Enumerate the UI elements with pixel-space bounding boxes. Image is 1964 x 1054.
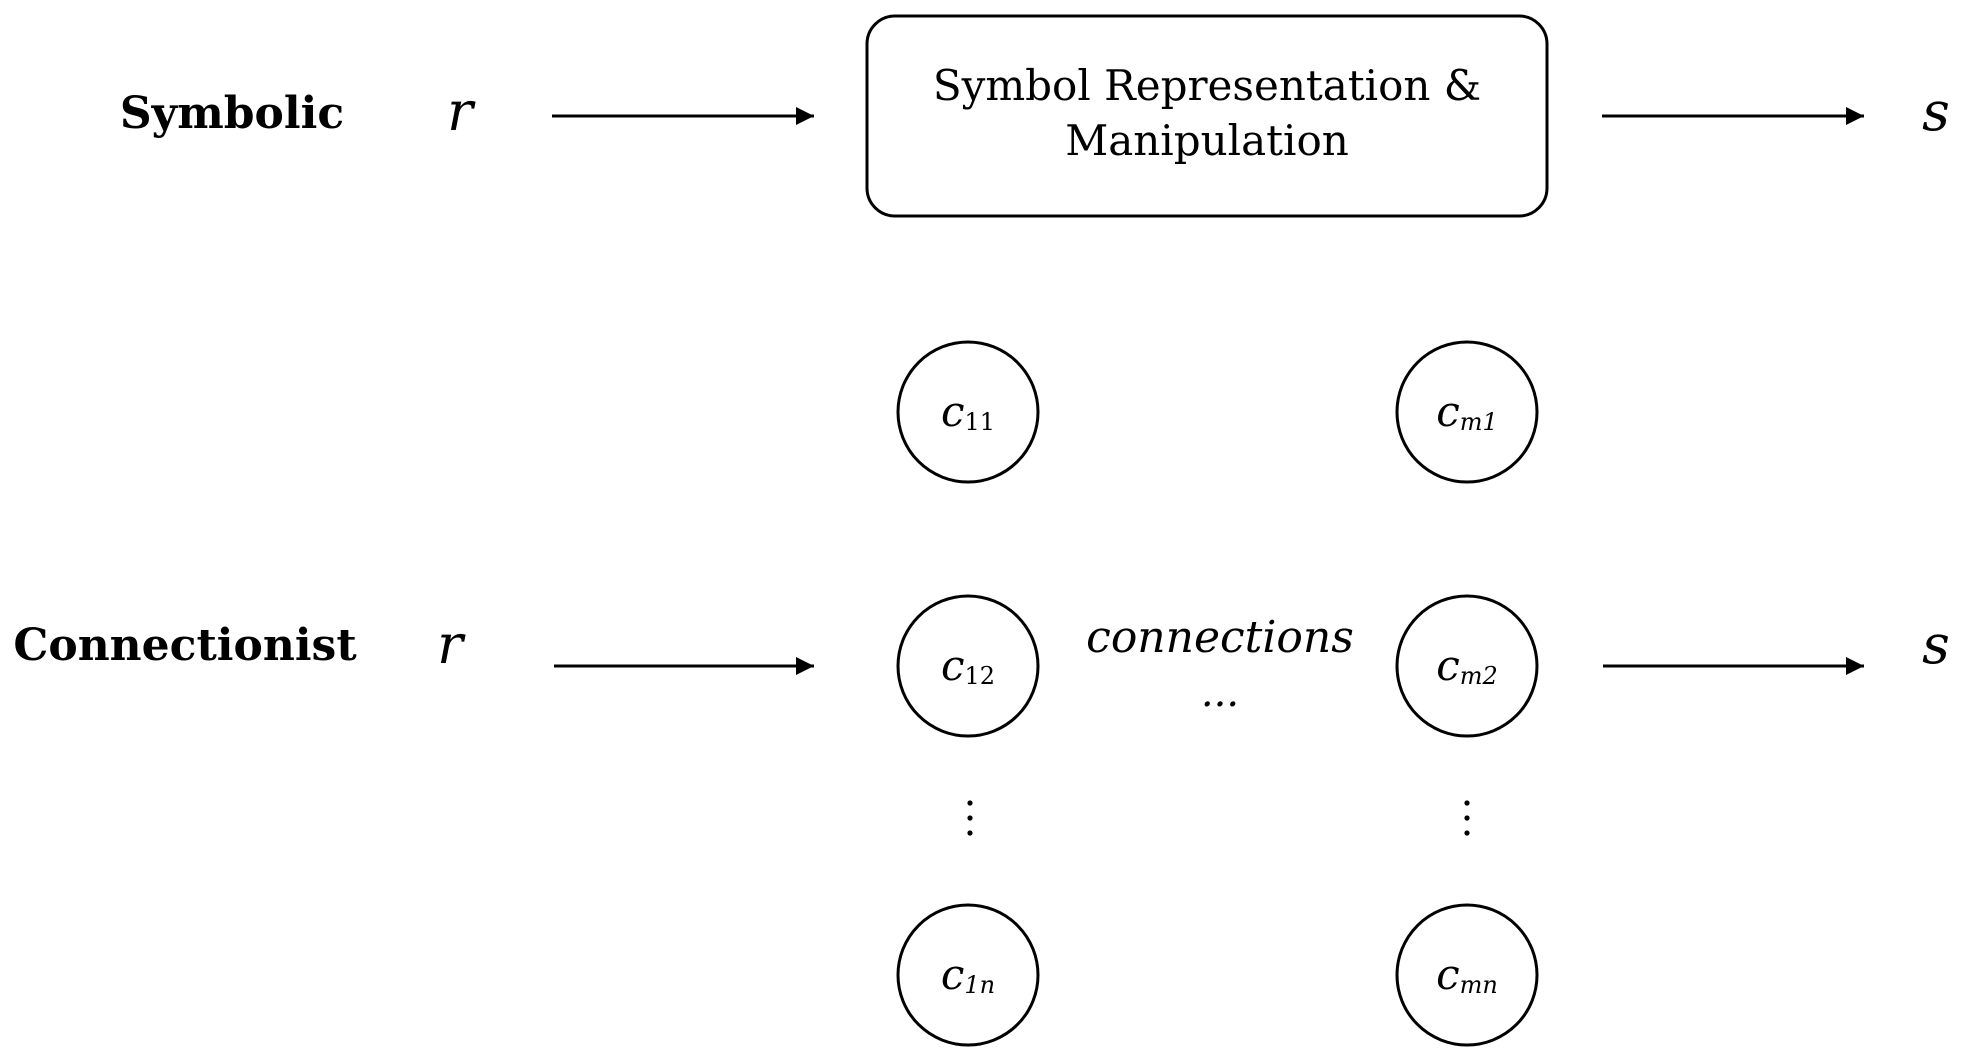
svg-text:c1n: c1n [941, 950, 995, 999]
node-c11: c11 [896, 340, 1040, 484]
node-c1n: c1n [896, 903, 1040, 1047]
svg-text:c11: c11 [941, 387, 995, 436]
vertical-ellipsis-col1 [967, 800, 973, 836]
node-cm2: cm2 [1395, 594, 1539, 738]
node-c12: c12 [896, 594, 1040, 738]
box-text-line2: Manipulation [1065, 116, 1349, 165]
connections-ellipsis: ... [1201, 670, 1239, 716]
box-text-line1: Symbol Representation & [933, 61, 1481, 110]
node-cmn: cmn [1395, 903, 1539, 1047]
connectionist-input-r: r [437, 613, 466, 676]
svg-text:cm1: cm1 [1436, 387, 1498, 436]
svg-text:cmn: cmn [1436, 950, 1498, 999]
vertical-ellipsis-colm [1464, 800, 1470, 836]
symbolic-output-s: s [1922, 80, 1950, 143]
svg-text:c12: c12 [941, 641, 995, 690]
connectionist-output-s: s [1922, 613, 1950, 676]
symbolic-label: Symbolic [120, 88, 344, 139]
node-cm1: cm1 [1395, 340, 1539, 484]
symbolic-input-r: r [447, 80, 476, 143]
svg-text:cm2: cm2 [1436, 641, 1498, 690]
connections-label: connections [1086, 612, 1354, 663]
symbol-representation-box [865, 14, 1549, 218]
connectionist-label: Connectionist [13, 620, 357, 671]
